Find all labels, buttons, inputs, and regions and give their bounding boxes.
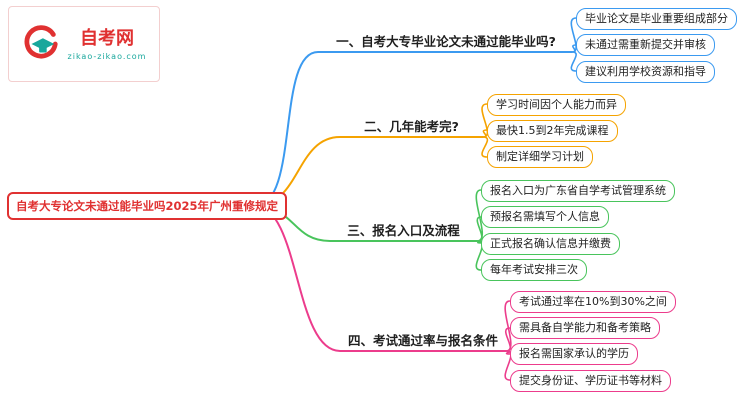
branch2-label: 二、几年能考完?: [364, 119, 459, 134]
logo-text: 自考网 zikao-zikao.com: [68, 28, 147, 61]
leaf-node: 每年考试安排三次: [481, 259, 587, 281]
leaf-node: 预报名需填写个人信息: [481, 206, 609, 228]
leaf-node: 最快1.5到2年完成课程: [487, 120, 618, 142]
site-logo: 自考网 zikao-zikao.com: [8, 6, 160, 82]
branch1-label: 一、自考大专毕业论文未通过能毕业吗?: [336, 34, 556, 49]
leaf-node: 建议利用学校资源和指导: [576, 61, 715, 83]
site-domain: zikao-zikao.com: [67, 51, 147, 61]
root-topic: 自考大专论文未通过能毕业吗2025年广州重修规定: [7, 192, 288, 220]
connector-branch3-child4: [475, 240, 484, 271]
leaf-node: 报名入口为广东省自学考试管理系统: [481, 180, 675, 202]
branch4-label: 四、考试通过率与报名条件: [347, 333, 498, 348]
connector-branch4-child4: [504, 350, 512, 381]
leaf-node: 考试通过率在10%到30%之间: [510, 291, 676, 313]
logo-icon: [24, 25, 58, 59]
leaf-node: 报名需国家承认的学历: [510, 343, 638, 365]
leaf-node: 学习时间因个人能力而异: [487, 94, 626, 116]
connector-branch1-child3: [570, 51, 577, 72]
connector-branch2-child3: [481, 136, 489, 158]
leaf-node: 制定详细学习计划: [487, 146, 593, 168]
leaf-node: 正式报名确认信息并缴费: [481, 233, 620, 255]
connector-branch2-trunk: [254, 136, 483, 207]
branch3-label: 三、报名入口及流程: [347, 223, 460, 238]
leaf-node: 未通过需重新提交并审核: [576, 34, 715, 56]
leaf-node: 毕业论文是毕业重要组成部分: [576, 8, 737, 30]
leaf-node: 需具备自学能力和备考策略: [510, 317, 660, 339]
leaf-node: 提交身份证、学历证书等材料: [510, 370, 671, 392]
site-name: 自考网: [79, 27, 134, 49]
